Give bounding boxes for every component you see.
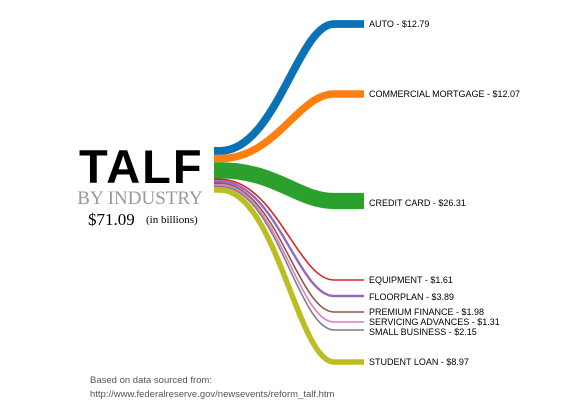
diagram-subtitle: BY INDUSTRY xyxy=(77,188,203,209)
flow-premium-finance xyxy=(214,182,364,313)
flow-label-credit-card: CREDIT CARD - $26.31 xyxy=(369,198,466,208)
flow-auto xyxy=(214,20,364,155)
flow-credit-card xyxy=(214,162,364,210)
flow-servicing-advances xyxy=(214,184,364,323)
flow-label-small-business: SMALL BUSINESS - $2.15 xyxy=(369,327,477,337)
unit-note: (in billions) xyxy=(146,214,198,226)
diagram-title: TALF xyxy=(79,140,204,193)
flow-label-student-loan: STUDENT LOAN - $8.97 xyxy=(369,357,469,367)
total-value: $71.09 xyxy=(88,210,135,229)
flow-small-business xyxy=(214,185,364,331)
flow-label-floorplan: FLOORPLAN - $3.89 xyxy=(369,292,455,302)
flow-label-equipment: EQUIPMENT - $1.61 xyxy=(369,275,453,285)
source-url: http://www.federalreserve.gov/newsevents… xyxy=(90,389,335,400)
flow-commercial-mortgage xyxy=(214,90,364,163)
flow-label-auto: AUTO - $12.79 xyxy=(369,19,430,29)
flow-student-loan xyxy=(214,187,364,365)
flow-label-premium-finance: PREMIUM FINANCE - $1.98 xyxy=(369,307,485,317)
flow-equipment xyxy=(214,178,364,281)
source-note: Based on data sourced from: xyxy=(90,375,212,386)
flow-label-commercial-mortgage: COMMERCIAL MORTGAGE - $12.07 xyxy=(369,89,521,99)
flow-floorplan xyxy=(214,180,364,298)
flow-label-servicing-advances: SERVICING ADVANCES - $1.31 xyxy=(369,317,500,327)
